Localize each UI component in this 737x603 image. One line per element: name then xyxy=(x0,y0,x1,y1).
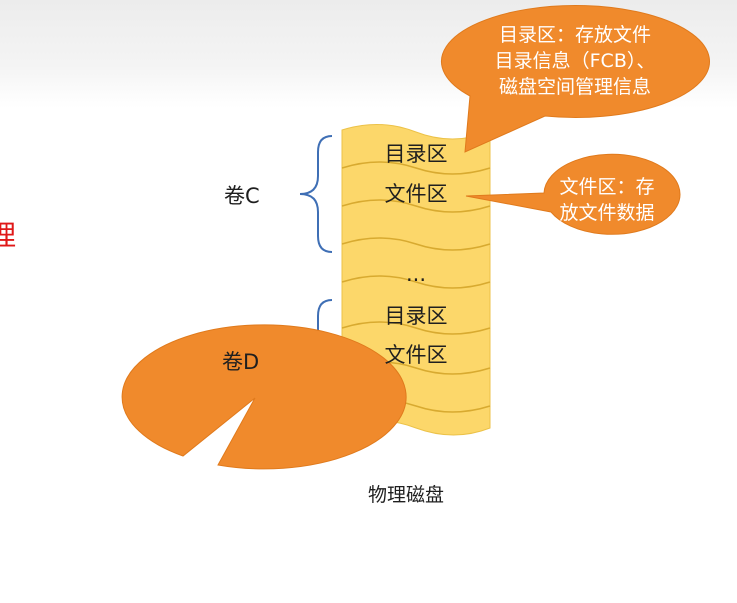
volume-d-label: 卷D xyxy=(222,350,260,374)
disk-section-file-c: 文件区 xyxy=(384,182,448,206)
directory-area-callout-text: 目录区：存放文件 目录信息（FCB）、 磁盘空间管理信息 xyxy=(494,24,656,98)
file-area-callout xyxy=(465,153,681,235)
disk-separator-line xyxy=(341,237,491,251)
disk-section-directory-d: 目录区 xyxy=(384,304,448,328)
clipped-title-char: 理 xyxy=(0,219,17,252)
directory-area-callout xyxy=(441,4,710,153)
disk-separator-line xyxy=(341,275,491,289)
volume-callout-text: 将物理磁盘划分成 一个个文件卷，也 叫逻辑卷，逻辑盘 xyxy=(101,484,245,557)
disk-separator-line xyxy=(341,199,491,213)
disk-section-file-d: 文件区 xyxy=(384,343,448,367)
physical-disk-caption: 物理磁盘 xyxy=(368,484,445,506)
disk-separator-line xyxy=(341,161,491,175)
disk-separator-line xyxy=(341,321,491,335)
volume-callout xyxy=(121,324,407,470)
volume-c-brace xyxy=(299,135,333,253)
volume-c-label: 卷C xyxy=(224,184,260,208)
file-area-callout-text: 文件区：存 放文件数据 xyxy=(559,176,655,224)
disk-ellipsis: ... xyxy=(405,262,427,286)
disk-section-directory-c: 目录区 xyxy=(384,142,448,166)
